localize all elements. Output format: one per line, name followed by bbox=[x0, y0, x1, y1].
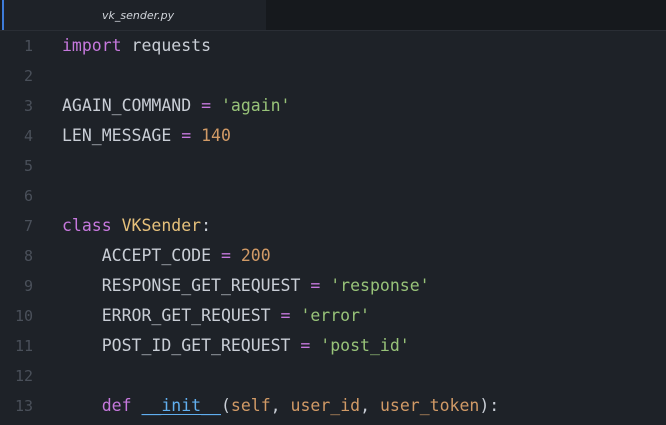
code-line[interactable]: 9 RESPONSE_GET_REQUEST = 'response' bbox=[0, 271, 666, 301]
code-token: ( bbox=[220, 396, 231, 415]
code-token: 'again' bbox=[220, 96, 291, 115]
code-token: ACCEPT_CODE bbox=[62, 246, 212, 265]
code-token: AGAIN_COMMAND bbox=[62, 96, 192, 115]
line-number: 6 bbox=[23, 187, 33, 205]
line-number: 1 bbox=[23, 37, 33, 55]
line-number: 8 bbox=[23, 247, 33, 265]
code-token: = bbox=[191, 96, 221, 115]
code-token: import bbox=[62, 36, 122, 55]
code-text: ERROR_GET_REQUEST = 'error' bbox=[62, 306, 370, 325]
line-number: 2 bbox=[23, 67, 33, 85]
code-token: = bbox=[171, 126, 202, 145]
code-token: 200 bbox=[240, 246, 271, 265]
code-token: LEN_MESSAGE bbox=[62, 126, 172, 145]
code-line[interactable]: 3 AGAIN_COMMAND = 'again' bbox=[0, 91, 666, 121]
code-token: = bbox=[270, 306, 301, 325]
code-token bbox=[112, 216, 122, 235]
code-line[interactable]: 8 ACCEPT_CODE = 200 bbox=[0, 241, 666, 271]
code-text: def __init__(self, user_id, user_token): bbox=[62, 396, 499, 415]
line-number: 10 bbox=[14, 307, 33, 325]
code-line[interactable]: 11 POST_ID_GET_REQUEST = 'post_id' bbox=[0, 331, 666, 361]
code-token: , bbox=[360, 396, 380, 415]
tab-vk-sender[interactable]: vk_sender.py bbox=[2, 0, 266, 30]
code-token: requests bbox=[121, 36, 212, 55]
code-editor[interactable]: 1 import requests 2 3 AGAIN_COMMAND = 'again… bbox=[0, 30, 666, 425]
code-text: ACCEPT_CODE = 200 bbox=[62, 246, 271, 265]
code-token: user_token bbox=[379, 396, 480, 415]
code-token bbox=[62, 396, 102, 415]
code-token: 'error' bbox=[300, 306, 370, 325]
code-token bbox=[132, 396, 142, 415]
code-token: class bbox=[62, 216, 112, 235]
code-token: ): bbox=[479, 396, 500, 415]
code-text: RESPONSE_GET_REQUEST = 'response' bbox=[62, 276, 430, 295]
code-token: , bbox=[270, 396, 291, 415]
code-line[interactable]: 4 LEN_MESSAGE = 140 bbox=[0, 121, 666, 151]
line-number: 7 bbox=[23, 217, 33, 235]
code-token: = bbox=[290, 336, 321, 355]
code-line[interactable]: 10 ERROR_GET_REQUEST = 'error' bbox=[0, 301, 666, 331]
code-token: def bbox=[101, 396, 132, 415]
line-number: 11 bbox=[14, 337, 33, 355]
code-token: POST_ID_GET_REQUEST bbox=[62, 336, 291, 355]
code-text: AGAIN_COMMAND = 'again' bbox=[62, 96, 291, 115]
code-token: user_id bbox=[290, 396, 361, 415]
code-line[interactable]: 1 import requests bbox=[0, 31, 666, 61]
code-token: 'response' bbox=[330, 276, 430, 295]
line-number: 12 bbox=[14, 367, 33, 385]
code-text: class VKSender: bbox=[62, 216, 211, 235]
line-number: 9 bbox=[23, 277, 33, 295]
code-line[interactable]: 12 bbox=[0, 361, 666, 391]
code-token: __init__ bbox=[141, 396, 221, 415]
code-token: 140 bbox=[201, 126, 231, 145]
code-line[interactable]: 13 def __init__(self, user_id, user_toke… bbox=[0, 391, 666, 421]
code-token: RESPONSE_GET_REQUEST bbox=[62, 276, 301, 295]
line-number: 4 bbox=[23, 127, 33, 145]
code-token: : bbox=[201, 216, 212, 235]
line-number: 13 bbox=[14, 397, 33, 415]
code-token: 'post_id' bbox=[320, 336, 410, 355]
line-number: 5 bbox=[23, 157, 33, 175]
code-token: self bbox=[230, 396, 271, 415]
code-line[interactable]: 6 bbox=[0, 181, 666, 211]
code-token: ERROR_GET_REQUEST bbox=[62, 306, 271, 325]
code-token: = bbox=[211, 246, 241, 265]
code-token: VKSender bbox=[121, 216, 202, 235]
line-number: 3 bbox=[23, 97, 33, 115]
code-text: POST_ID_GET_REQUEST = 'post_id' bbox=[62, 336, 410, 355]
code-line[interactable]: 7 class VKSender: bbox=[0, 211, 666, 241]
tab-bar: vk_sender.py bbox=[0, 0, 666, 30]
tab-filename: vk_sender.py bbox=[102, 9, 175, 22]
code-token: = bbox=[300, 276, 331, 295]
code-text: LEN_MESSAGE = 140 bbox=[62, 126, 231, 145]
code-text: import requests bbox=[62, 36, 211, 55]
code-line[interactable]: 5 bbox=[0, 151, 666, 181]
code-line[interactable]: 2 bbox=[0, 61, 666, 91]
